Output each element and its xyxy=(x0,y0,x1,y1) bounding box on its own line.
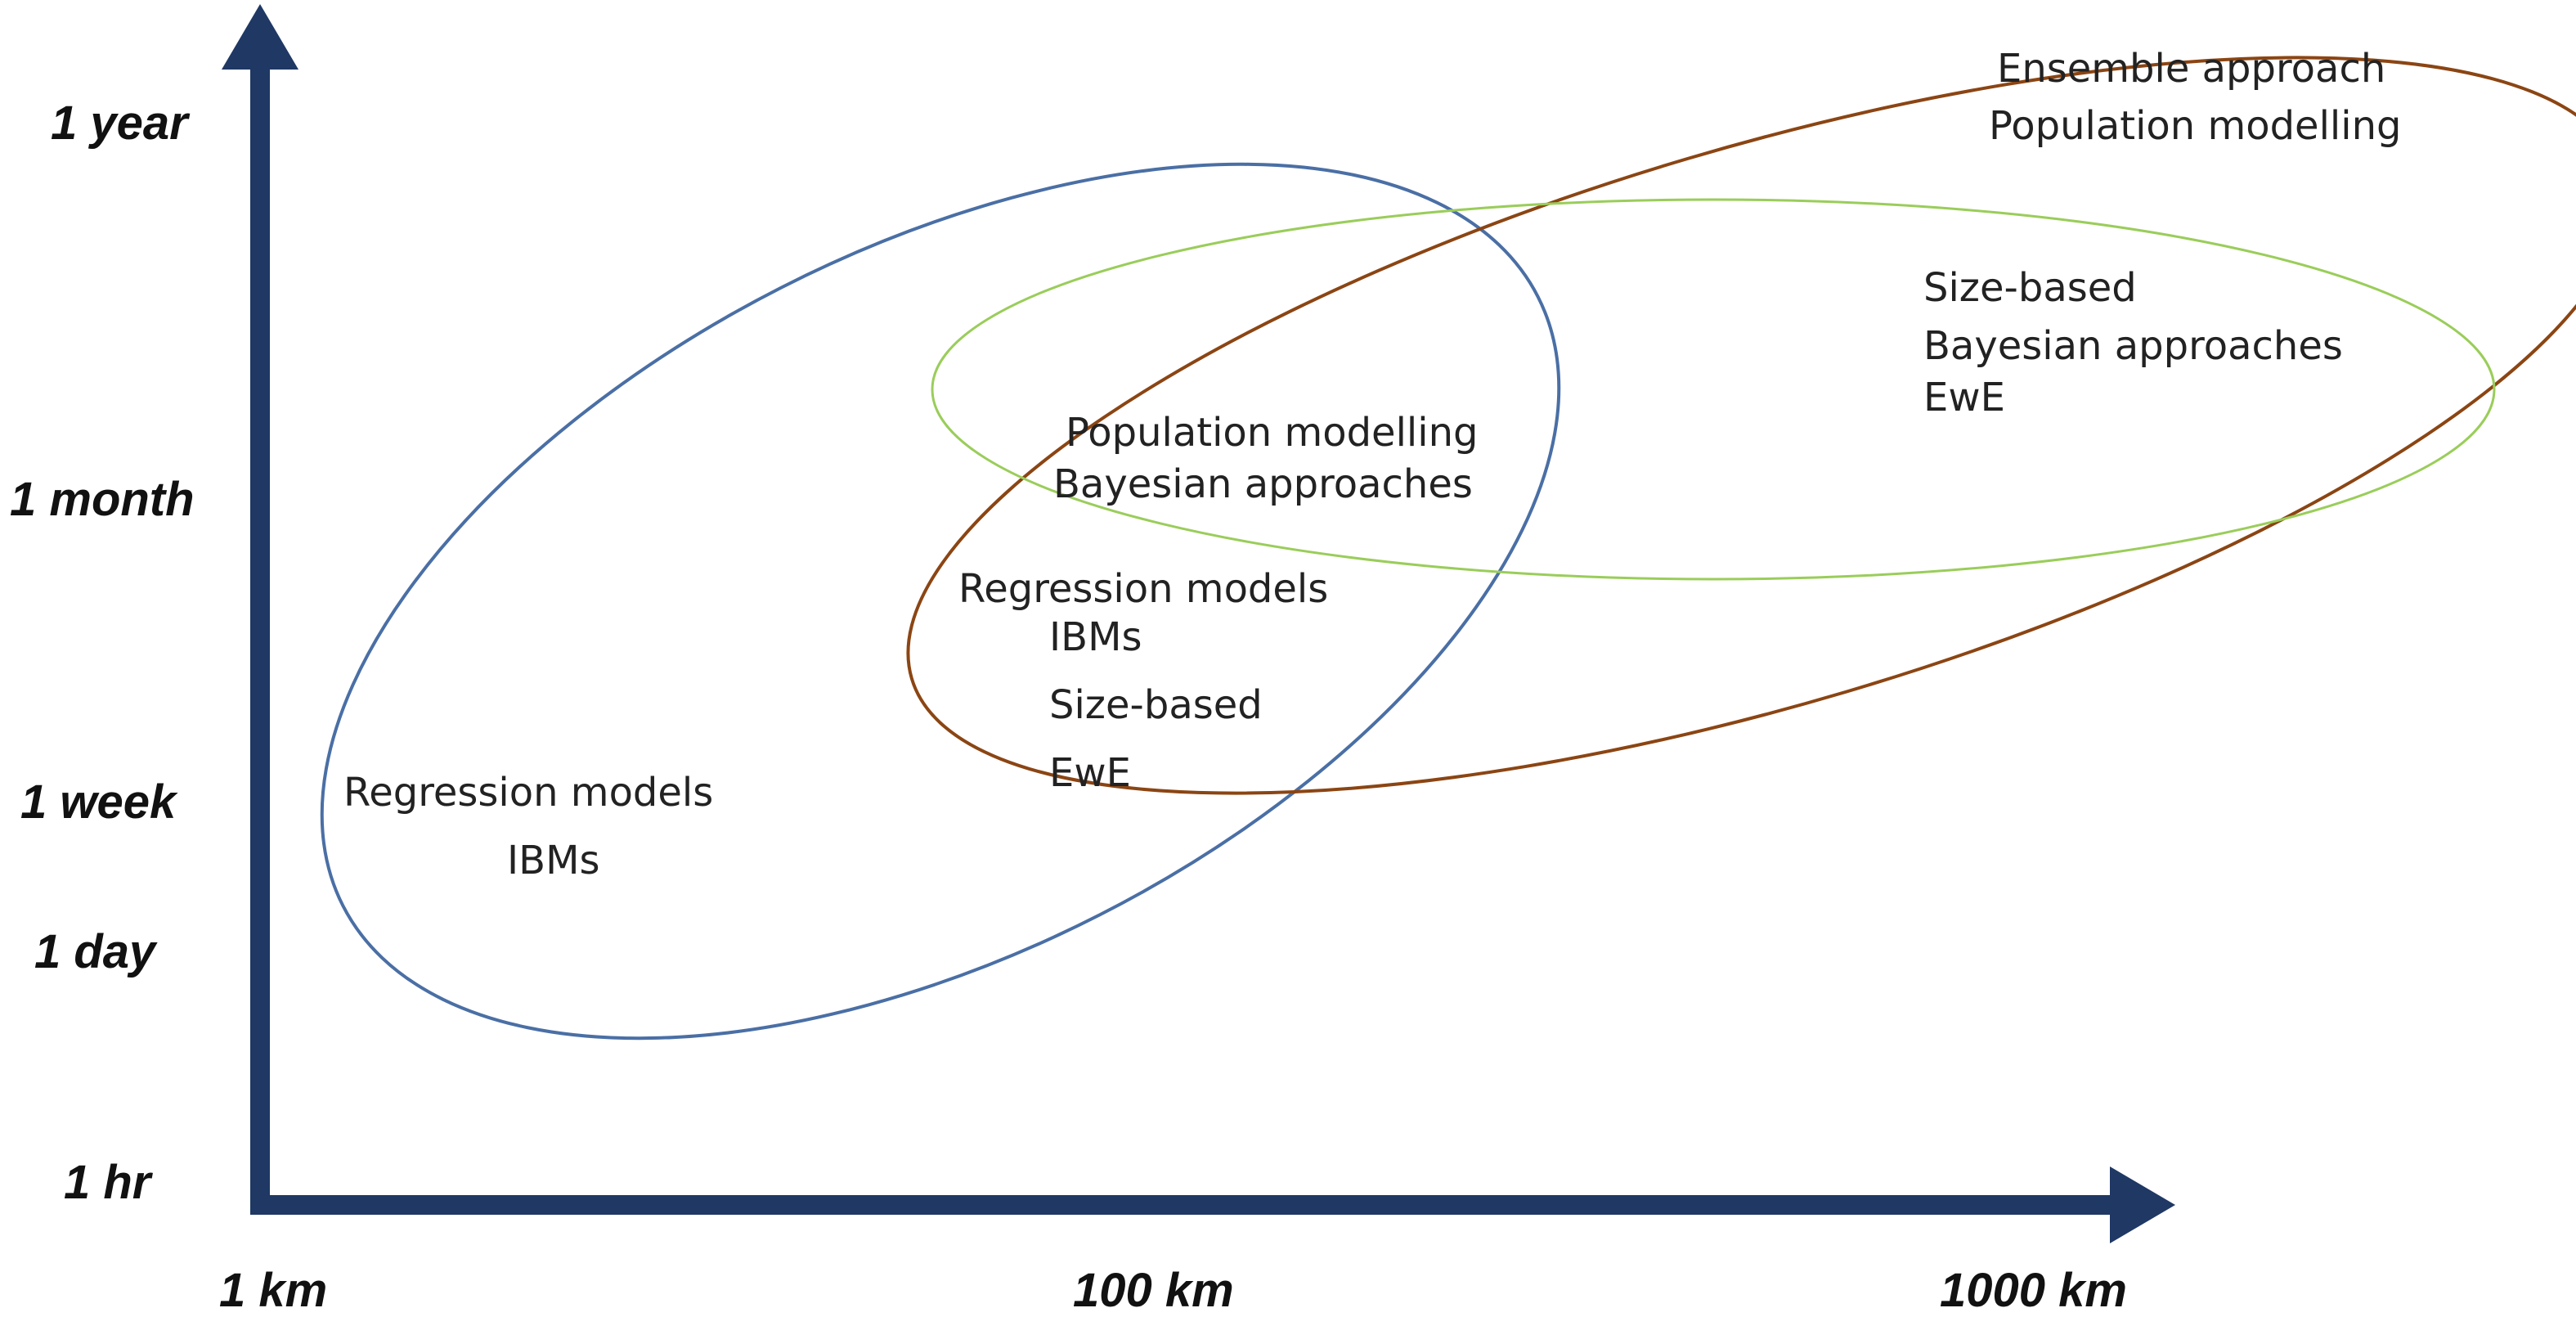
green-right-group: Size-based Bayesian approaches EwE xyxy=(1923,265,2343,420)
region-text: EwE xyxy=(1923,375,2005,420)
y-tick-1-week: 1 week xyxy=(20,775,178,829)
region-text: IBMs xyxy=(507,838,600,883)
x-axis-arrowhead xyxy=(2110,1166,2175,1243)
y-tick-1-year: 1 year xyxy=(51,97,191,150)
green-ellipse xyxy=(931,198,2496,581)
y-axis xyxy=(222,4,298,1215)
x-tick-100-km: 100 km xyxy=(1073,1264,1234,1317)
region-text: Size-based xyxy=(1049,682,1263,728)
region-text: Size-based xyxy=(1923,265,2137,311)
y-axis-line xyxy=(250,65,270,1215)
overlap-lower-group: Regression models IBMs Size-based EwE xyxy=(958,566,1328,796)
blue-left-group: Regression models IBMs xyxy=(343,770,713,883)
region-text: Bayesian approaches xyxy=(1053,461,1473,507)
region-text: Regression models xyxy=(343,770,713,816)
blue-ellipse xyxy=(320,162,1561,1041)
x-axis xyxy=(250,1166,2175,1243)
region-text: Bayesian approaches xyxy=(1923,323,2343,369)
brown-ellipse xyxy=(906,56,2576,795)
y-axis-arrowhead xyxy=(222,4,298,70)
x-tick-1-km: 1 km xyxy=(219,1264,327,1317)
x-axis-line xyxy=(250,1195,2123,1215)
region-text: IBMs xyxy=(1049,614,1142,660)
brown-top-group: Ensemble approach Population modelling xyxy=(1989,46,2401,149)
region-text: Ensemble approach xyxy=(1997,46,2385,92)
region-text: Population modelling xyxy=(1989,103,2401,149)
x-tick-1000-km: 1000 km xyxy=(1940,1264,2127,1317)
y-tick-1-hr: 1 hr xyxy=(64,1156,154,1209)
region-text: Population modelling xyxy=(1066,410,1478,456)
region-text: Regression models xyxy=(958,566,1328,612)
y-tick-1-month: 1 month xyxy=(10,473,195,526)
y-tick-1-day: 1 day xyxy=(34,925,158,978)
region-text: EwE xyxy=(1049,750,1131,796)
overlap-upper-group: Population modelling Bayesian approaches xyxy=(1053,410,1478,507)
